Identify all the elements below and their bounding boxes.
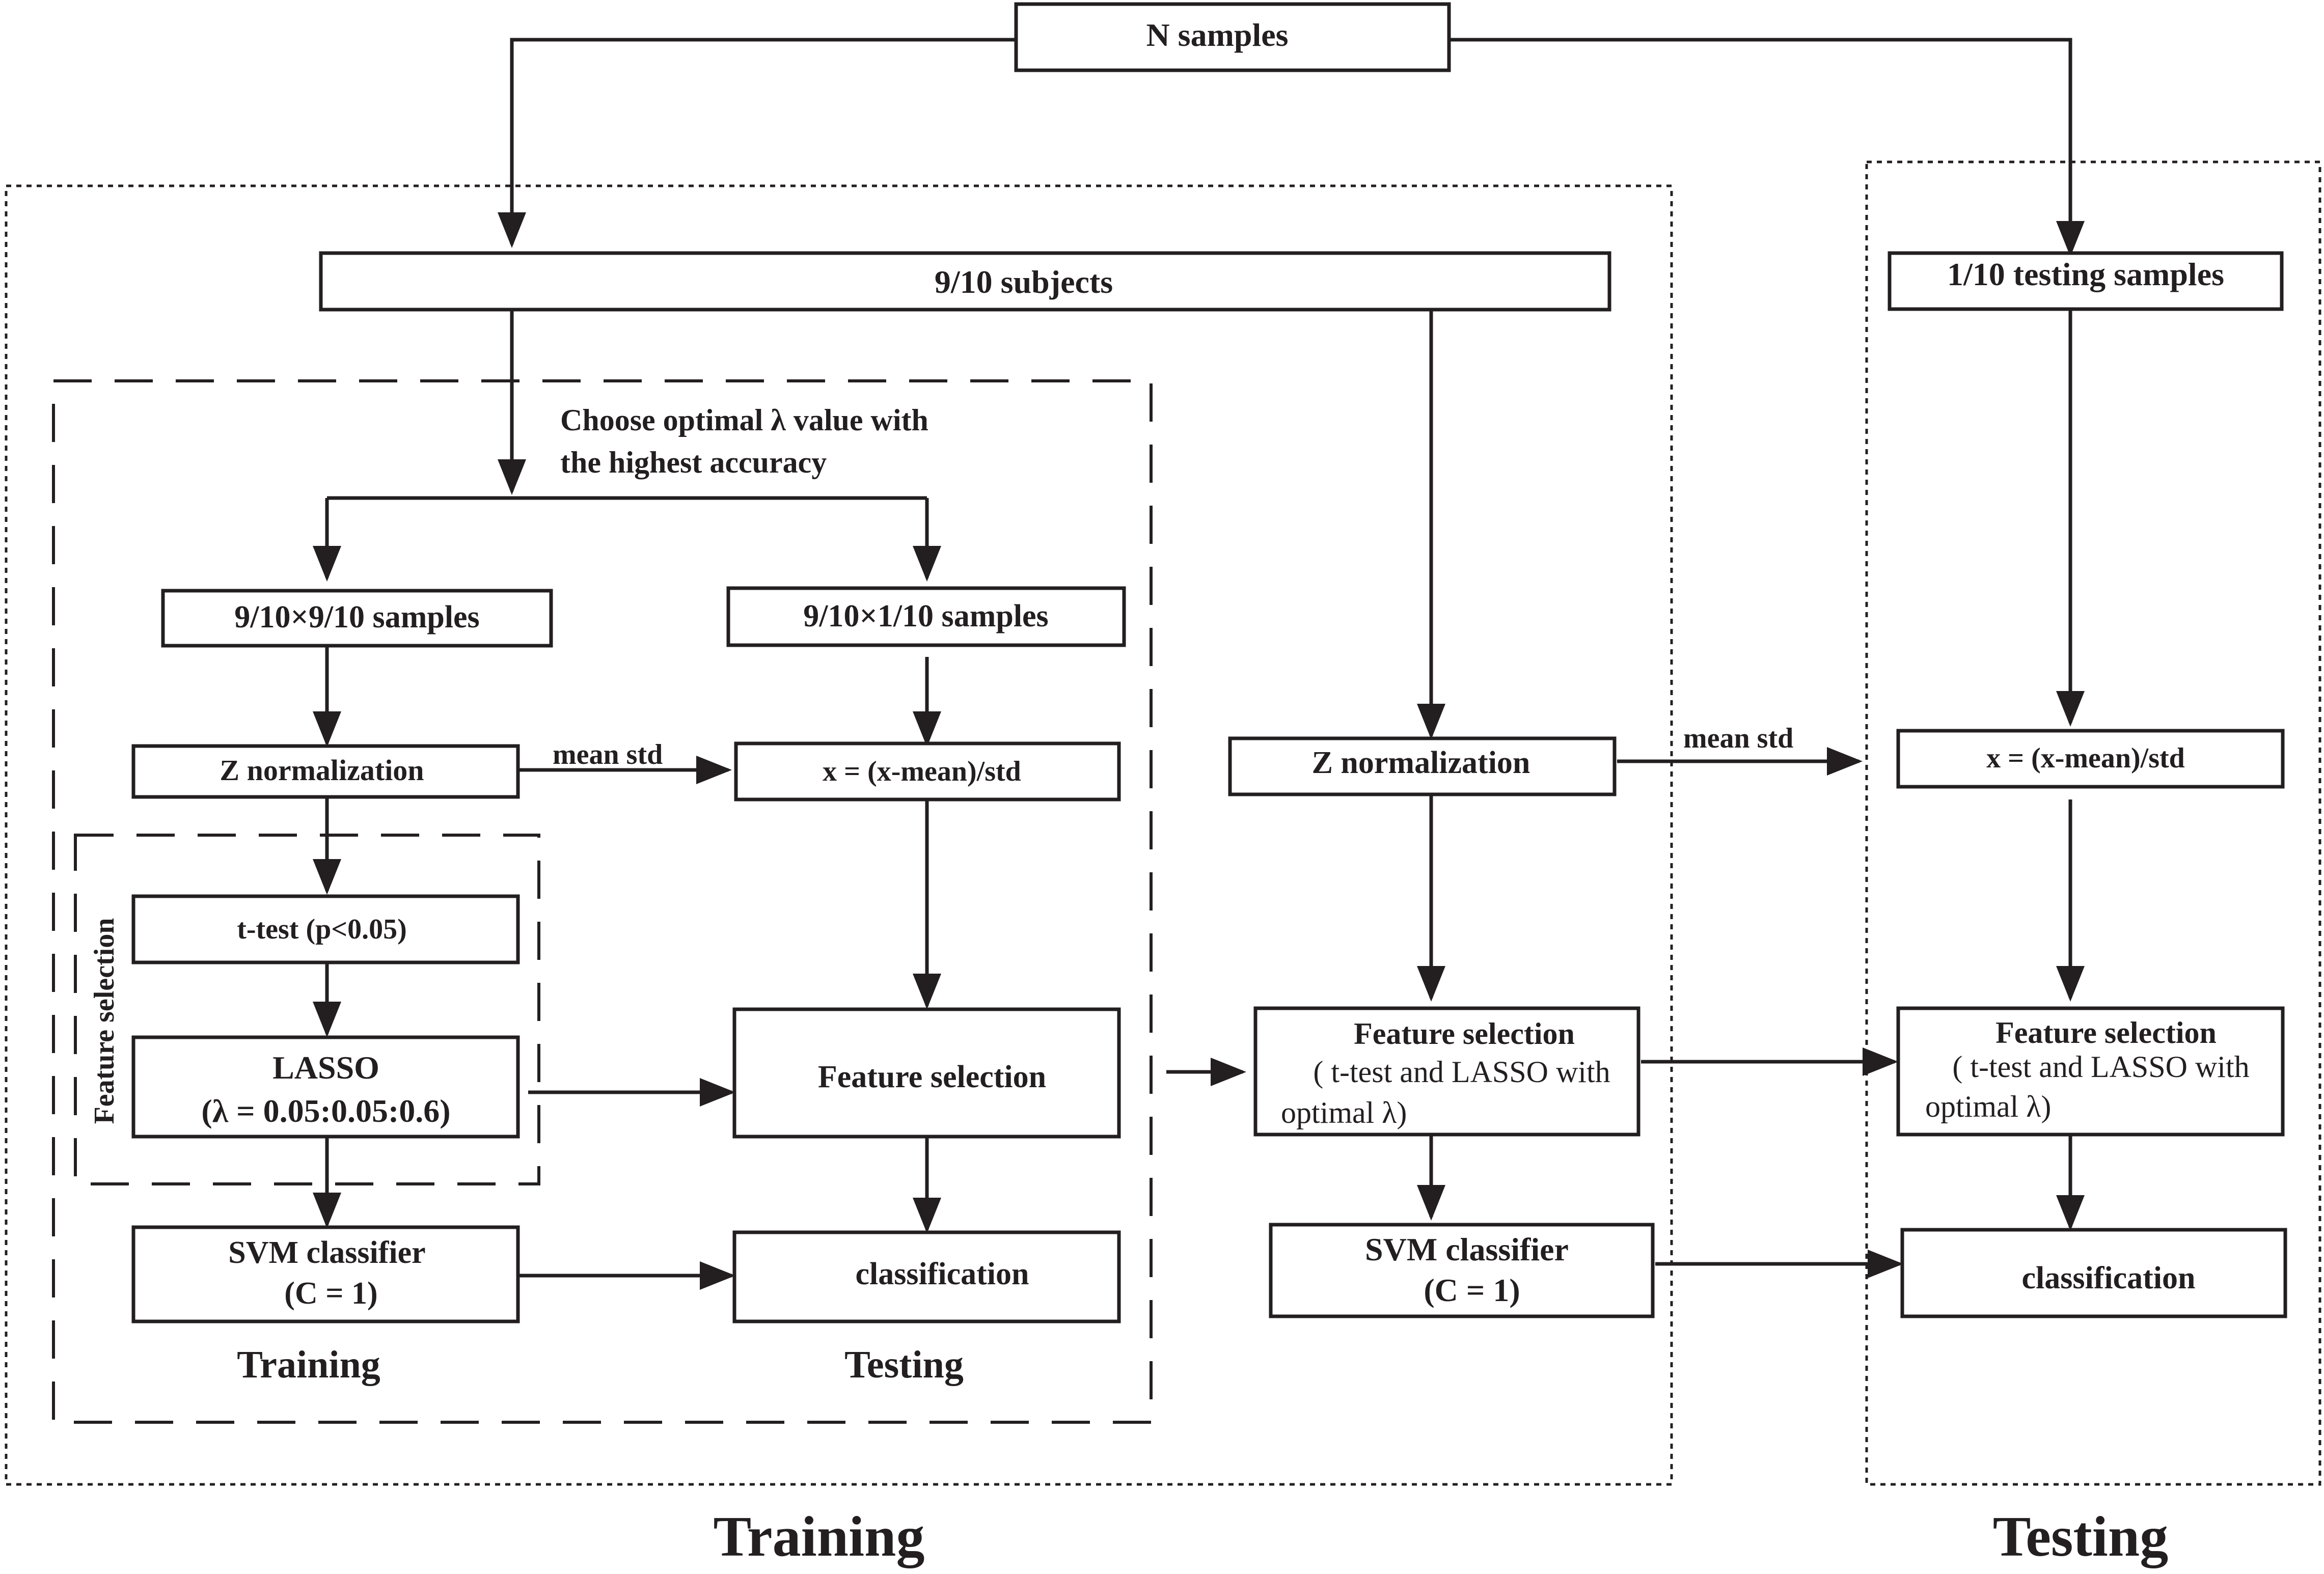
feature-selection-outer-box <box>1253 1006 1641 1137</box>
mean-std-inner-label: mean std <box>553 739 663 770</box>
choose-lambda-label-2: the highest accuracy <box>560 446 827 479</box>
svm-inner-label-1: SVM classifier <box>228 1235 425 1270</box>
svm-outer-box <box>1269 1223 1655 1318</box>
feature-selection-test-box <box>1896 1006 2285 1137</box>
outer-training-frame <box>5 184 1673 1486</box>
lasso-box <box>131 1035 520 1139</box>
n-samples-box <box>1014 2 1451 72</box>
classification-inner-label: classification <box>856 1257 1029 1291</box>
xnorm-test-label: x = (x-mean)/std <box>1986 742 2185 774</box>
test-samples-label: 9/10×1/10 samples <box>803 599 1048 633</box>
subjects-9-10-box <box>319 251 1611 312</box>
lasso-label-2: (λ = 0.05:0.05:0.6) <box>201 1093 450 1129</box>
arrow-n-to-testing <box>1446 38 2085 257</box>
inner-cv-frame <box>52 379 1153 1424</box>
feature-selection-test-label-3: optimal λ) <box>1925 1090 2051 1123</box>
feature-selection-frame <box>74 834 540 1185</box>
xnorm-inner-label: x = (x-mean)/std <box>823 756 1021 787</box>
classification-test-box <box>1900 1228 2287 1318</box>
feature-selection-inner-label: Feature selection <box>818 1060 1046 1094</box>
svm-outer-label-1: SVM classifier <box>1365 1231 1569 1267</box>
ttest-box <box>131 894 520 964</box>
svm-outer-label-2: (C = 1) <box>1424 1272 1520 1308</box>
n-samples-label: N samples <box>1146 17 1288 53</box>
classification-test-label: classification <box>2022 1261 2196 1295</box>
svm-inner-label-2: (C = 1) <box>284 1276 377 1311</box>
feature-selection-outer-label-3: optimal λ) <box>1281 1096 1407 1129</box>
feature-selection-test-label-2: ( t-test and LASSO with <box>1952 1050 2249 1084</box>
znorm-inner-box <box>131 744 520 799</box>
train-samples-box <box>161 589 553 648</box>
xnorm-inner-box <box>734 741 1121 802</box>
outer-testing-label: Testing <box>1993 1505 2168 1568</box>
train-samples-label: 9/10×9/10 samples <box>234 600 479 634</box>
subjects-label: 9/10 subjects <box>935 264 1113 300</box>
xnorm-test-box <box>1896 729 2285 789</box>
choose-lambda-label-1: Choose optimal λ value with <box>560 403 928 437</box>
lasso-label-1: LASSO <box>272 1050 379 1086</box>
test-samples-box <box>726 586 1126 647</box>
znorm-outer-box <box>1228 736 1617 796</box>
arrow-n-to-subjects <box>498 38 1016 248</box>
classification-inner-box <box>732 1230 1121 1323</box>
svm-inner-box <box>131 1225 520 1323</box>
ttest-label: t-test (p<0.05) <box>237 914 407 945</box>
outer-testing-frame <box>1865 160 2321 1486</box>
mean-std-outer-label: mean std <box>1683 723 1793 754</box>
testing-samples-label: 1/10 testing samples <box>1947 256 2224 292</box>
feature-selection-inner-box <box>732 1007 1121 1139</box>
feature-selection-vertical-label: Feature selection <box>89 918 120 1124</box>
znorm-outer-label: Z normalization <box>1312 745 1530 780</box>
feature-selection-outer-label-1: Feature selection <box>1354 1017 1575 1051</box>
testing-1-10-box <box>1888 251 2284 311</box>
inner-testing-label: Testing <box>844 1343 964 1386</box>
outer-training-label: Training <box>714 1505 925 1568</box>
inner-training-label: Training <box>237 1343 380 1386</box>
connectors <box>313 38 2085 1290</box>
feature-selection-test-label-1: Feature selection <box>1995 1016 2217 1050</box>
feature-selection-outer-label-2: ( t-test and LASSO with <box>1313 1055 1610 1089</box>
znorm-inner-label: Z normalization <box>220 754 424 787</box>
